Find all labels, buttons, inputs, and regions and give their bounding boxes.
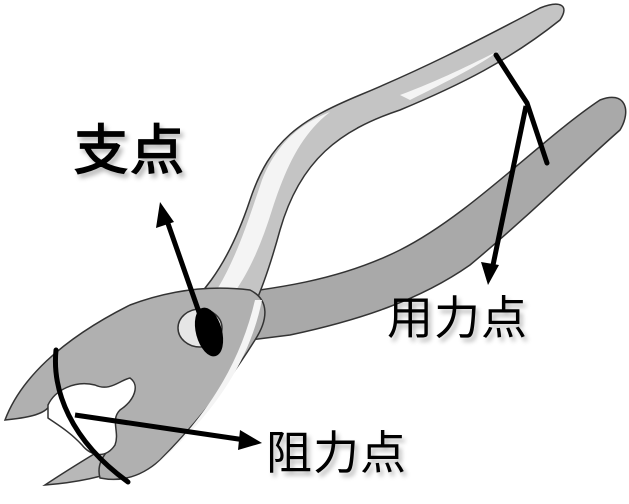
effort-arrow <box>489 105 529 271</box>
resistance-point-label: 阻力点 <box>266 426 407 480</box>
resistance-arc <box>52 347 131 485</box>
fulcrum-arrowhead <box>156 202 174 228</box>
upper-handle-highlight <box>195 112 330 325</box>
resistance-arrow <box>74 412 246 443</box>
resistance-arrowhead <box>238 430 262 450</box>
effort-bracket <box>493 52 550 166</box>
fulcrum-label: 支点 <box>74 119 186 182</box>
jaw-highlight <box>150 300 262 470</box>
fulcrum-mark <box>194 307 224 357</box>
fulcrum-arrow <box>162 214 203 316</box>
effort-arrowhead <box>481 262 499 285</box>
upper-handle-highlight-2 <box>400 50 500 100</box>
effort-point-label: 用力点 <box>387 291 528 345</box>
